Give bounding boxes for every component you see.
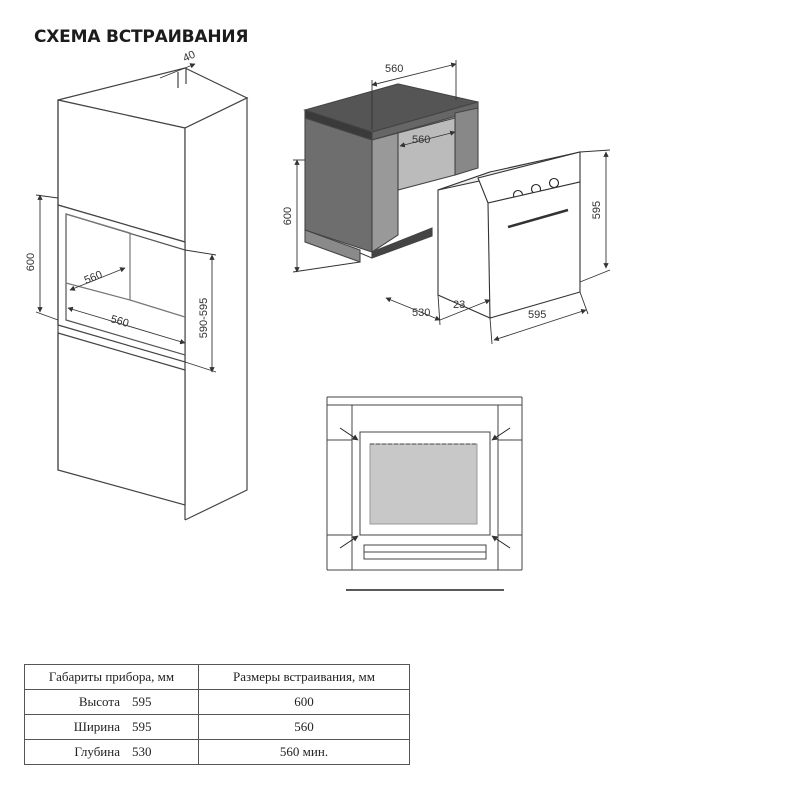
dimensions-table: Габариты прибора, мм Размеры встраивания… xyxy=(24,664,410,765)
oven-top-width-label: 560 xyxy=(385,63,403,75)
cabinet-dimension-lines xyxy=(35,63,217,373)
row-embed-value: 560 xyxy=(198,714,410,740)
oven-inner-depth-label: 560 xyxy=(412,134,430,146)
table-row: Ширина 595 560 xyxy=(24,714,410,740)
oven-depth-label: 530 xyxy=(412,307,430,319)
row-embed-value: 600 xyxy=(198,689,410,715)
cabinet-niche-height-label: 600 xyxy=(25,253,37,271)
table-row: Глубина 530 560 мин. xyxy=(24,739,410,765)
oven-handle xyxy=(507,208,569,229)
row-device-value: 595 xyxy=(126,689,199,715)
cabinet-top-gap-label: 40 xyxy=(181,49,197,65)
mounting-screw-arrows xyxy=(339,427,511,549)
row-device-value: 595 xyxy=(126,714,199,740)
niche-box xyxy=(303,83,479,263)
table-header-device: Габариты прибора, мм xyxy=(24,664,199,690)
table-row: Высота 595 600 xyxy=(24,689,410,715)
front-mounting-view xyxy=(326,396,523,591)
oven-height-label: 595 xyxy=(591,201,603,219)
table-header-row: Габариты прибора, мм Размеры встраивания… xyxy=(24,664,410,690)
page-title: СХЕМА ВСТРАИВАНИЯ xyxy=(34,27,249,47)
cabinet-niche-height-range-label: 590-595 xyxy=(198,298,210,338)
row-embed-value: 560 мин. xyxy=(198,739,410,765)
row-device-value: 530 xyxy=(126,739,199,765)
cabinet-niche-width-label: 560 xyxy=(109,313,130,330)
table-header-embed: Размеры встраивания, мм xyxy=(198,664,410,690)
row-label: Высота xyxy=(24,689,126,715)
oven-dimension-lines xyxy=(292,60,611,345)
oven-knob-right-icon xyxy=(548,177,560,189)
tall-cabinet xyxy=(57,67,249,521)
oven-niche-height-label: 600 xyxy=(282,207,294,225)
oven-appliance xyxy=(437,151,581,319)
row-label: Глубина xyxy=(24,739,126,765)
oven-panel-offset-label: 23 xyxy=(453,299,465,311)
row-label: Ширина xyxy=(24,714,126,740)
oven-width-label: 595 xyxy=(528,309,546,321)
